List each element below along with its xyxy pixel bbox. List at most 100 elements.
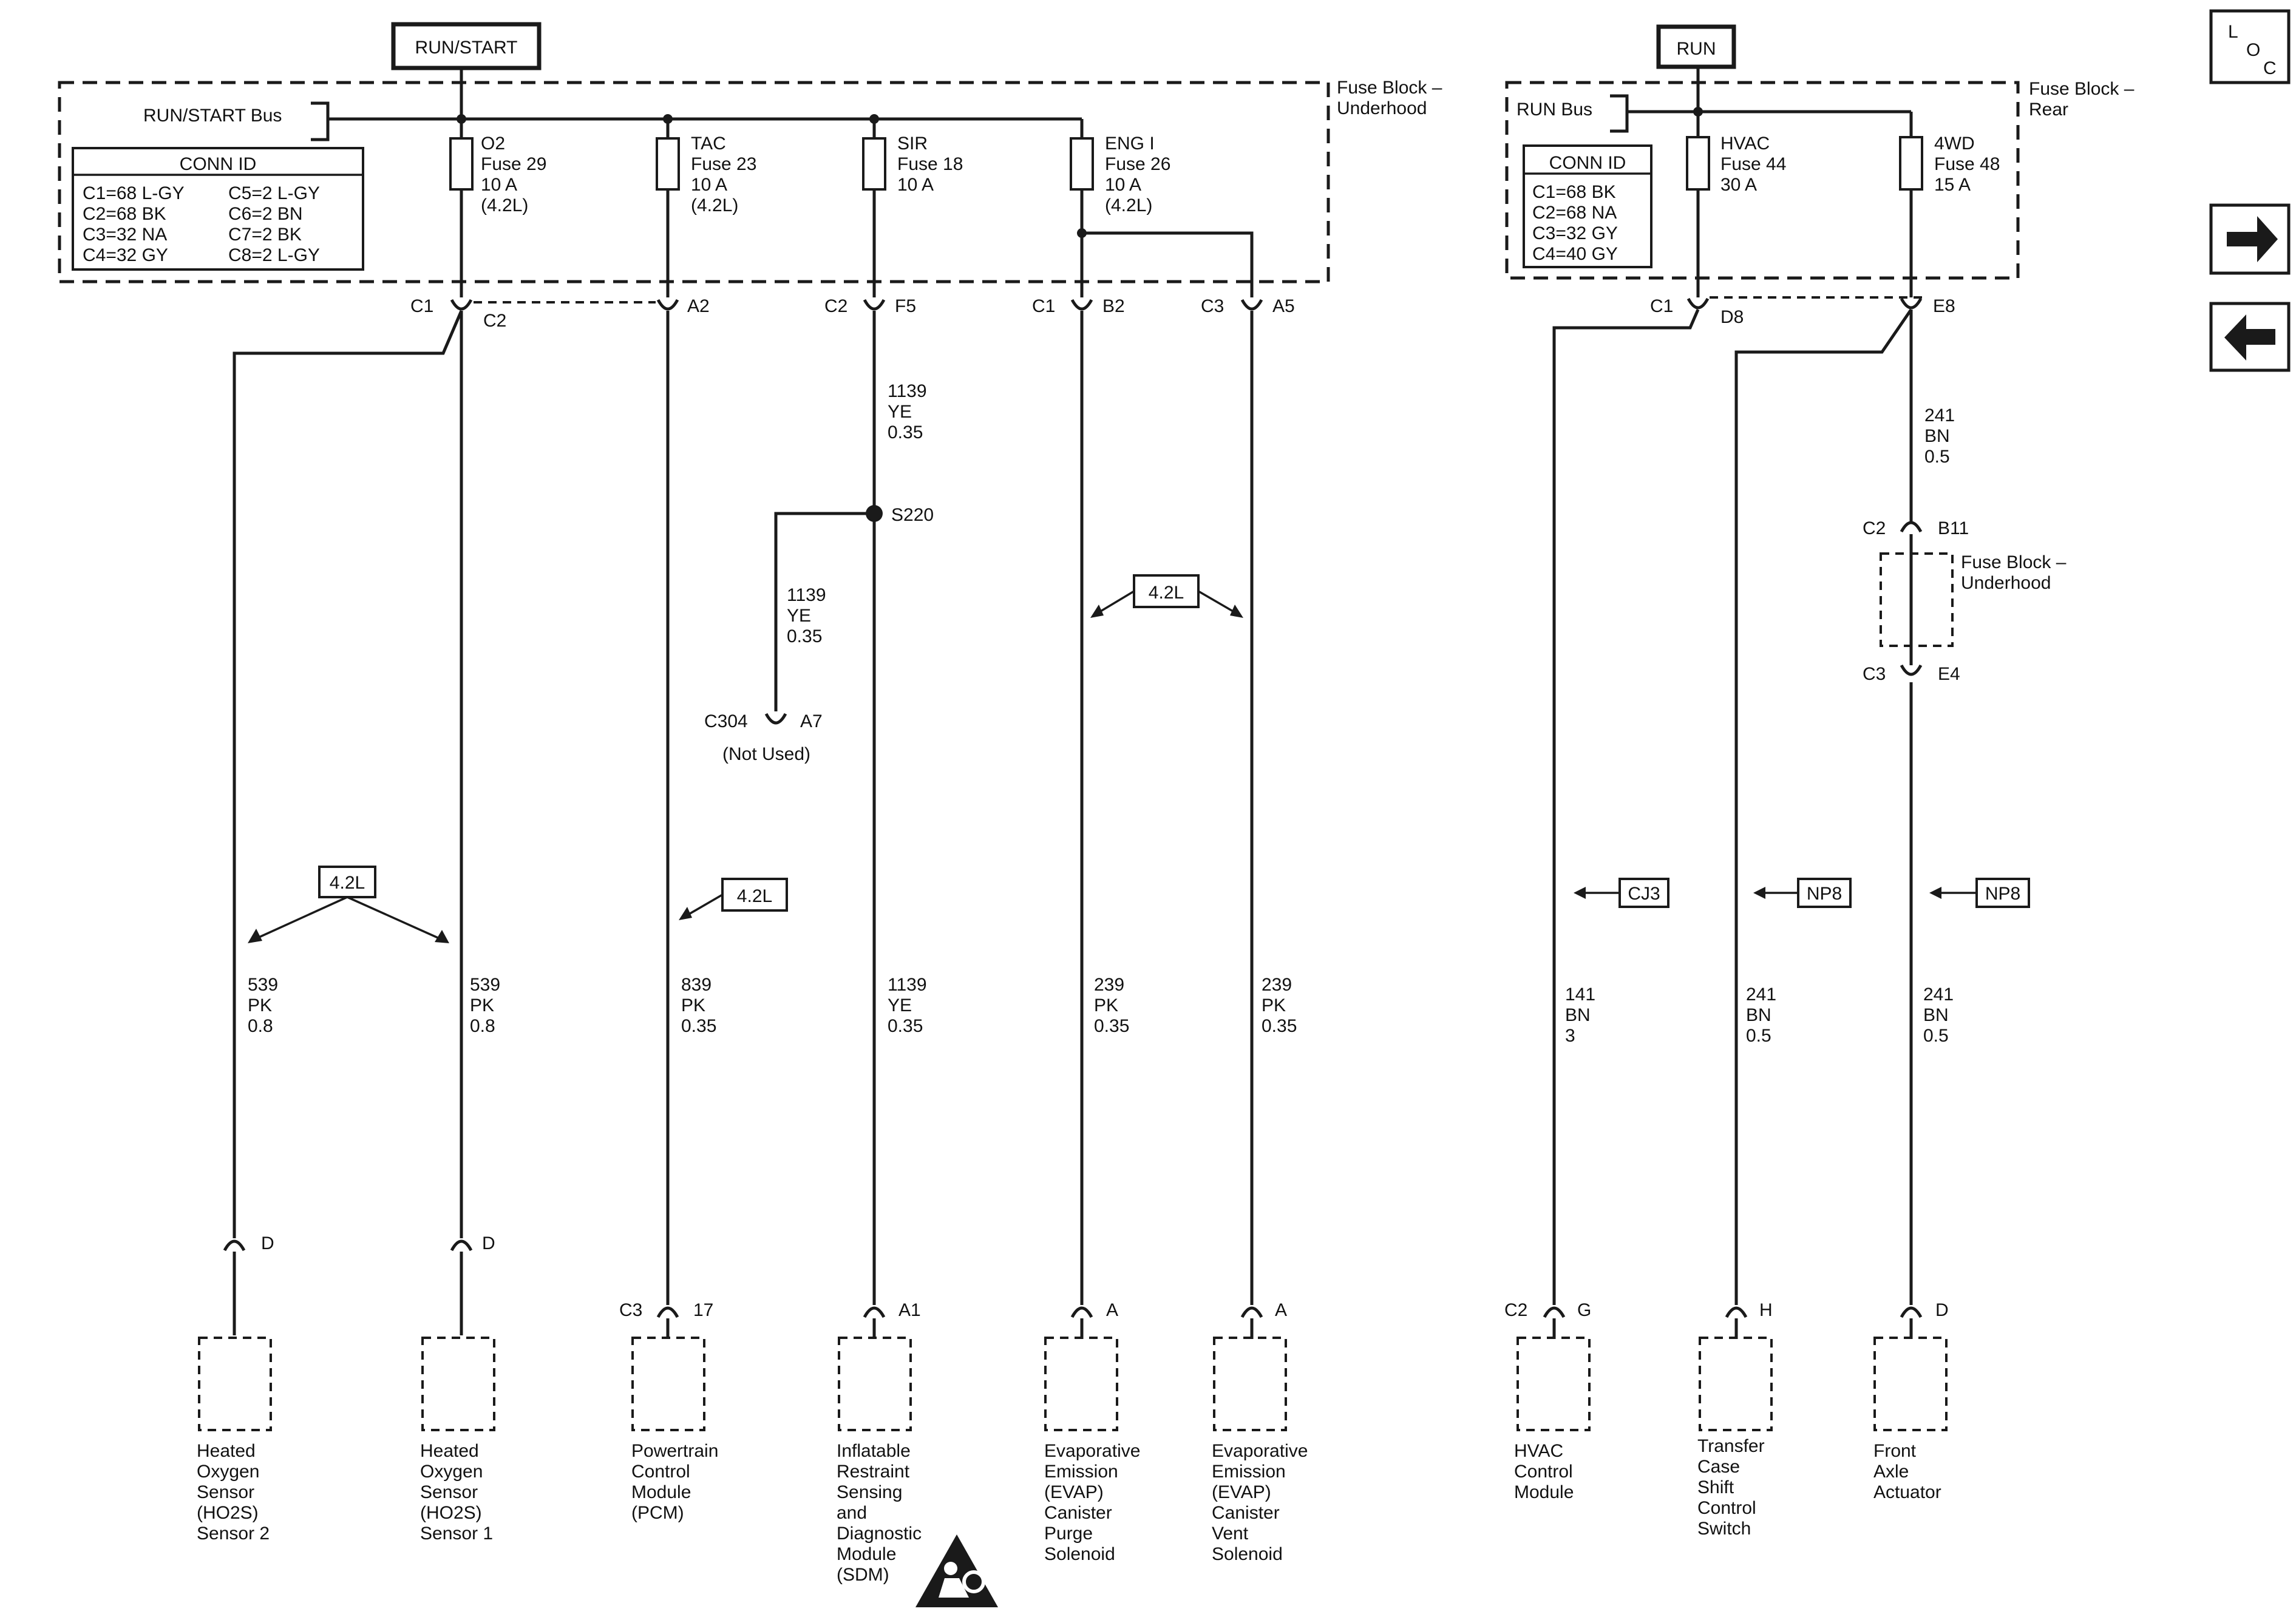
fuse-o2: O2 Fuse 29 10 A (4.2L) [449,119,546,297]
svg-text:PK: PK [1094,995,1118,1015]
svg-text:Front: Front [1873,1441,1917,1461]
wire-label-pcm: 839 PK 0.35 [681,975,716,1036]
svg-text:B2: B2 [1102,296,1125,316]
svg-text:Canister: Canister [1044,1503,1112,1523]
fuse-block-rear: Fuse Block – Rear RUN Bus CONN ID C1=68 … [1505,79,2135,297]
svg-text:C1: C1 [410,296,433,316]
component-sdm[interactable]: Inflatable Restraint Sensing and Diagnos… [837,1337,922,1585]
connector-eng-a5: C3 A5 [1201,296,1295,316]
svg-text:C3: C3 [1201,296,1224,316]
svg-text:(4.2L): (4.2L) [1105,195,1152,215]
svg-text:Control: Control [1514,1462,1573,1482]
svg-text:BN: BN [1565,1005,1591,1025]
pin-pcm: C3 17 [619,1300,713,1339]
arrow-left-icon[interactable] [2209,302,2291,372]
svg-text:YE: YE [888,995,912,1015]
svg-text:C: C [2263,58,2277,78]
svg-text:(HO2S): (HO2S) [197,1503,259,1523]
svg-text:SIR: SIR [897,134,928,154]
svg-text:3: 3 [1565,1026,1575,1046]
svg-text:0.5: 0.5 [1924,447,1950,467]
svg-text:A7: A7 [800,711,823,731]
connector-tac-a2: A2 [656,296,710,316]
svg-text:4.2L: 4.2L [737,886,772,906]
svg-text:Evaporative: Evaporative [1212,1441,1308,1461]
svg-text:D8: D8 [1720,307,1744,327]
svg-text:C3=32 GY: C3=32 GY [1532,223,1618,243]
fuse-4wd: 4WD Fuse 48 15 A [1899,112,2000,297]
component-axle[interactable]: Front Axle Actuator [1873,1337,1948,1502]
svg-text:C4=32 GY: C4=32 GY [83,245,168,265]
svg-text:17: 17 [693,1300,713,1320]
svg-text:C3: C3 [619,1300,642,1320]
svg-text:NP8: NP8 [1807,884,1842,904]
svg-text:Switch: Switch [1697,1519,1751,1539]
svg-text:A2: A2 [687,296,710,316]
loc-icon[interactable]: L O C [2209,9,2291,84]
svg-text:0.35: 0.35 [681,1016,716,1036]
svg-text:C304: C304 [704,711,748,731]
svg-text:C2: C2 [824,296,847,316]
svg-text:Heated: Heated [197,1441,256,1461]
component-ho2s1[interactable]: Heated Oxygen Sensor (HO2S) Sensor 1 [420,1337,495,1544]
svg-text:L: L [2228,22,2238,42]
fuse-tac: TAC Fuse 23 10 A (4.2L) [656,119,756,297]
svg-text:241: 241 [1746,985,1776,1005]
svg-text:Sensor 2: Sensor 2 [197,1524,270,1544]
svg-text:Fuse 48: Fuse 48 [1934,154,2000,174]
svg-text:0.35: 0.35 [888,422,923,442]
svg-text:Shift: Shift [1697,1477,1734,1497]
fuse-hvac: HVAC Fuse 44 30 A [1686,112,1786,297]
svg-text:30 A: 30 A [1720,175,1757,195]
svg-text:Module: Module [837,1544,896,1564]
svg-text:YE: YE [888,402,912,422]
svg-text:0.8: 0.8 [470,1016,495,1036]
svg-text:RUN/START: RUN/START [415,38,518,58]
svg-text:Fuse 29: Fuse 29 [481,154,546,174]
svg-text:Restraint: Restraint [837,1462,910,1482]
svg-text:A: A [1275,1300,1287,1320]
svg-text:D: D [1935,1300,1949,1320]
component-hvac[interactable]: HVAC Control Module [1514,1337,1591,1502]
splice-s220: S220 C304 A7 (Not Used) [704,505,934,764]
svg-text:Sensing: Sensing [837,1482,902,1502]
svg-text:C6=2 BN: C6=2 BN [228,204,303,224]
pin-axle: D [1900,1300,1949,1339]
svg-text:PK: PK [1262,995,1286,1015]
svg-text:A: A [1106,1300,1118,1320]
svg-text:(Not Used): (Not Used) [722,744,810,764]
svg-text:E4: E4 [1938,664,1960,684]
component-ho2s2[interactable]: Heated Oxygen Sensor (HO2S) Sensor 2 [197,1337,272,1544]
svg-text:RUN/START Bus: RUN/START Bus [143,106,282,126]
svg-text:Emission: Emission [1044,1462,1118,1482]
component-pcm[interactable]: Powertrain Control Module (PCM) [631,1337,718,1523]
svg-text:241: 241 [1924,405,1955,425]
pin-sdm: A1 [863,1300,921,1339]
svg-text:TAC: TAC [691,134,726,154]
svg-text:Inflatable: Inflatable [837,1441,911,1461]
pin-evap-purge: A [1070,1300,1118,1339]
svg-text:Fuse 44: Fuse 44 [1720,154,1786,174]
svg-text:D: D [261,1233,274,1253]
svg-text:141: 141 [1565,985,1595,1005]
component-evap-purge[interactable]: Evaporative Emission (EVAP) Canister Pur… [1044,1337,1140,1564]
svg-text:NP8: NP8 [1985,884,2020,904]
component-evap-vent[interactable]: Evaporative Emission (EVAP) Canister Ven… [1212,1337,1308,1564]
option-tag-pcm: 4.2L [679,878,788,920]
svg-text:C4=40 GY: C4=40 GY [1532,244,1618,264]
svg-text:241: 241 [1923,985,1954,1005]
svg-text:4WD: 4WD [1934,134,1975,154]
wire-label-evap-purge: 239 PK 0.35 [1094,975,1129,1036]
svg-text:BN: BN [1923,1005,1949,1025]
svg-text:Transfer: Transfer [1697,1436,1765,1456]
component-tcase[interactable]: Transfer Case Shift Control Switch [1697,1337,1773,1539]
airbag-warning-icon [915,1534,998,1607]
option-tag-evap: 4.2L [1090,574,1243,618]
arrow-right-icon[interactable] [2209,203,2291,275]
svg-text:Actuator: Actuator [1873,1482,1941,1502]
svg-text:Module: Module [1514,1482,1574,1502]
svg-text:0.35: 0.35 [1262,1016,1297,1036]
svg-text:Fuse Block –: Fuse Block – [1961,552,2067,572]
wire-hvac [1552,309,1700,1305]
svg-text:HVAC: HVAC [1514,1441,1563,1461]
